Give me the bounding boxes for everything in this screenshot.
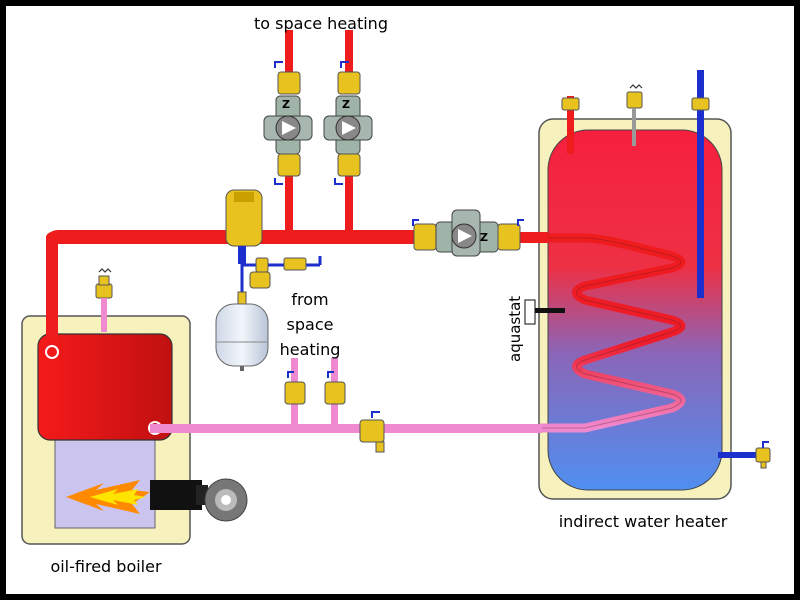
from-label: from — [291, 290, 328, 309]
expansion-tank — [215, 291, 269, 371]
boiler-relief-valve — [95, 268, 113, 332]
space-label: space — [287, 315, 334, 334]
dhw-pump-mark: Z — [480, 231, 488, 244]
fill-valve-assembly — [240, 256, 322, 300]
zone-1-pump-mark: Z — [282, 98, 290, 111]
cold-inlet-fitting — [691, 97, 710, 111]
zone-return-valve-2 — [324, 371, 346, 405]
oil-burner — [150, 478, 248, 522]
dhw-return-valve — [359, 411, 385, 453]
drain-pipe — [718, 452, 766, 458]
zone-circulator-1: Z — [263, 61, 313, 185]
hot-outlet-fitting — [561, 97, 580, 111]
drain-valve — [755, 441, 771, 469]
boiler-water-jacket — [37, 333, 173, 441]
combustion-chamber — [54, 439, 156, 529]
zone-2-pump-mark: Z — [342, 98, 350, 111]
temperature-pressure-relief-valve — [626, 84, 643, 146]
air-separator — [225, 189, 263, 264]
oil-fired-boiler-label: oil-fired boiler — [50, 557, 162, 576]
to-space-heating-label: to space heating — [254, 14, 388, 33]
dhw-cold-inlet-pipe — [697, 70, 704, 298]
dhw-circulator: Z — [412, 209, 524, 257]
aquastat-sensor — [524, 299, 565, 325]
heat-exchanger-coil — [540, 233, 686, 433]
supply-piping — [46, 30, 548, 340]
dhw-hot-outlet-pipe — [567, 96, 574, 154]
aquastat-label: aquastat — [506, 296, 524, 362]
indirect-water-heater-label: indirect water heater — [559, 512, 728, 531]
flame-icon — [66, 480, 150, 514]
zone-return-valve-1 — [284, 371, 306, 405]
heating-label: heating — [280, 340, 341, 359]
supply-port-icon — [45, 345, 59, 359]
zone-circulator-2: Z — [323, 61, 373, 185]
